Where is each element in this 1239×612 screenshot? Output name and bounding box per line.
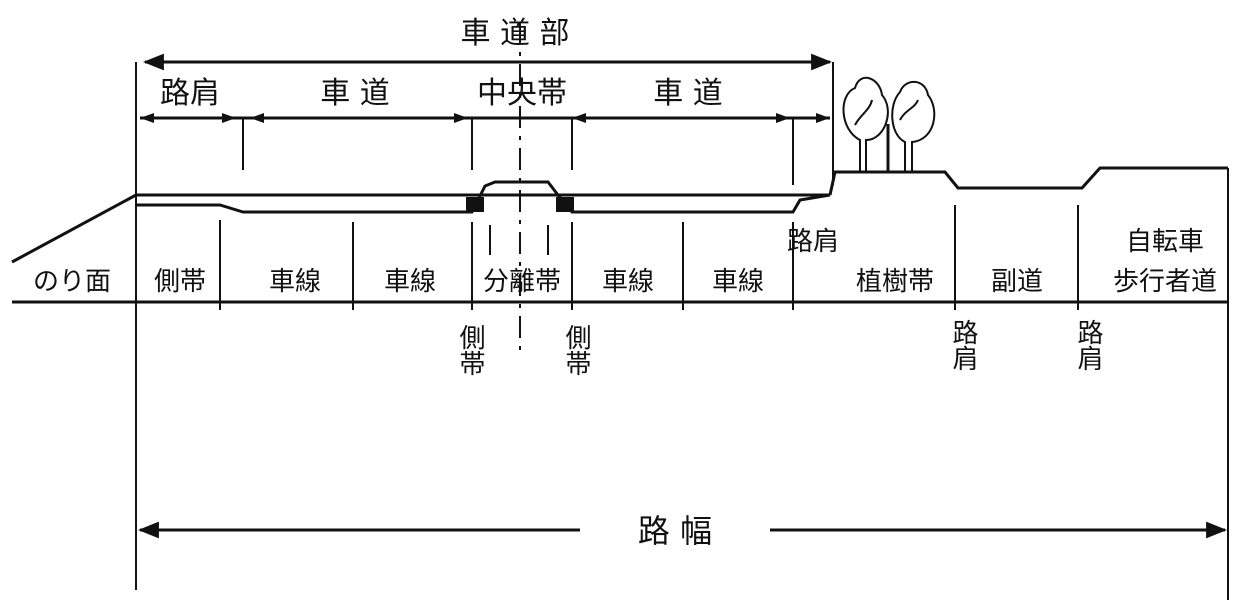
bike-ped-label-2: 歩行者道: [1113, 267, 1217, 297]
lane-label-3: 車線: [602, 267, 654, 297]
shoulder-vertical-label-3: 路肩: [1073, 319, 1103, 371]
roadway-part-label: 車 道 部: [460, 16, 569, 51]
carriageway-left-label: 車 道: [320, 76, 390, 111]
frontage-road-label: 副道: [991, 267, 1043, 297]
road-width-label: 路 幅: [638, 512, 712, 550]
tree-icon: [886, 80, 936, 172]
shoulder-label: 路肩: [160, 76, 220, 111]
slope-label: のり面: [33, 267, 111, 297]
carriageway-right-label: 車 道: [653, 76, 723, 111]
marginal-strip-vertical-left: 側帯: [455, 324, 485, 376]
lane-label-1: 車線: [269, 267, 321, 297]
left-marginal-block: [466, 197, 484, 212]
shoulder-vertical-label-2: 路肩: [948, 319, 978, 371]
lane-label-4: 車線: [712, 267, 764, 297]
marginal-strip-label: 側帯: [154, 267, 206, 297]
road-surface-profile: [136, 180, 831, 214]
slope-and-road-top: [11, 193, 830, 264]
tree-icon: [842, 76, 889, 172]
lane-label-2: 車線: [384, 267, 436, 297]
separator-label: 分離帯: [483, 267, 561, 297]
marginal-strip-vertical-right: 側帯: [561, 324, 591, 376]
bike-ped-label-1: 自転車: [1126, 227, 1204, 257]
median-label: 中央帯: [477, 76, 567, 111]
planting-strip-label: 植樹帯: [856, 267, 934, 297]
planting-and-sidewalk-profile: [828, 166, 1228, 196]
shoulder-vertical-label-1: 路肩: [787, 227, 839, 257]
right-marginal-block: [556, 197, 574, 212]
